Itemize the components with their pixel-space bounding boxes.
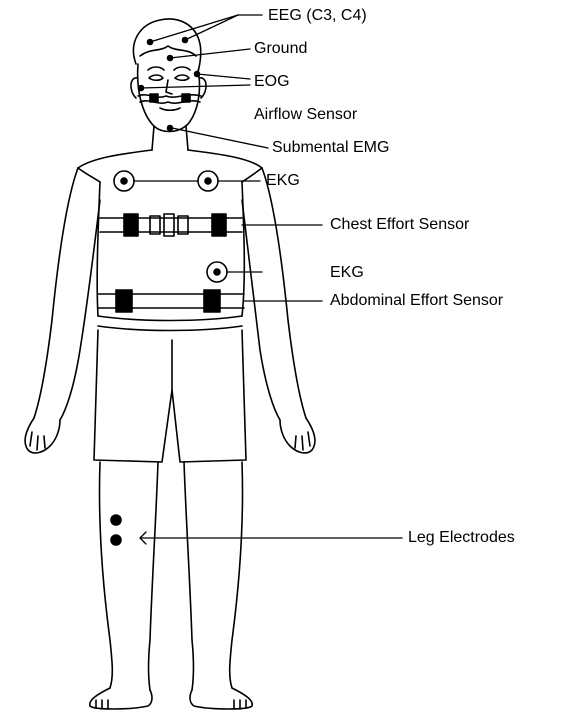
label-ekg-side: EKG bbox=[330, 264, 364, 282]
shorts bbox=[94, 330, 246, 462]
torso bbox=[78, 150, 262, 331]
label-chest-effort-sensor: Chest Effort Sensor bbox=[330, 216, 469, 234]
label-airflow-sensor: Airflow Sensor bbox=[254, 106, 357, 124]
leg-electrodes bbox=[111, 515, 121, 545]
label-eeg: EEG (C3, C4) bbox=[268, 7, 367, 25]
label-abdominal-effort-sensor: Abdominal Effort Sensor bbox=[330, 292, 503, 310]
label-leg-electrodes: Leg Electrodes bbox=[408, 529, 515, 547]
label-ground: Ground bbox=[254, 40, 307, 58]
label-eog: EOG bbox=[254, 73, 290, 91]
label-ekg-chest: EKG bbox=[266, 172, 300, 190]
airflow-sensor bbox=[138, 94, 201, 103]
arms bbox=[25, 168, 315, 453]
chest-effort-belt bbox=[100, 214, 242, 236]
abdominal-effort-belt bbox=[98, 290, 244, 312]
legs bbox=[90, 462, 253, 709]
label-submental-emg: Submental EMG bbox=[272, 139, 389, 157]
